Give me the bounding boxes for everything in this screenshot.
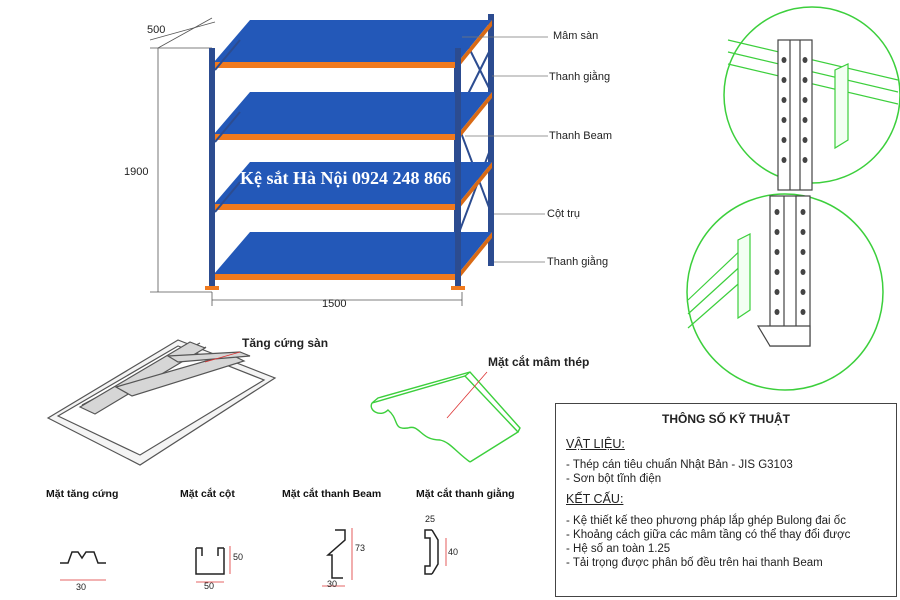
- profile-tang-cung: [60, 551, 106, 564]
- dimension-lines: [149, 17, 463, 306]
- front-uprights: [205, 39, 465, 290]
- callout-lines: [462, 36, 548, 263]
- dim-depth-label: 500: [147, 24, 166, 36]
- spec-material-item: - Sơn bột tĩnh điện: [566, 473, 662, 485]
- section-profiles: [60, 528, 447, 587]
- dim-giang-height: 40: [448, 547, 459, 557]
- detail-circle-bottom: [686, 193, 884, 391]
- beam-3: [214, 204, 458, 210]
- callout-cot-tru: Cột trụ: [547, 208, 581, 220]
- upright-front-left: [209, 48, 215, 288]
- spec-structure-item: - Kệ thiết kế theo phương pháp lắp ghép …: [566, 515, 846, 527]
- section-title-cot: Mặt cắt cột: [180, 488, 235, 500]
- callout-thanh-giang-bottom: Thanh giằng: [547, 256, 609, 268]
- upright-holes-top: [781, 57, 808, 163]
- stiffener-panel-drawing: [46, 339, 277, 466]
- spec-structure-list: - Kệ thiết kế theo phương pháp lắp ghép …: [566, 514, 850, 570]
- callout-thanh-giang-top: Thanh giằng: [549, 71, 611, 83]
- spec-structure-item: - Hệ số an toàn 1.25: [566, 543, 671, 555]
- profile-giang: [424, 529, 432, 575]
- shelf-deck-2: [214, 92, 492, 134]
- profile-beam: [326, 529, 346, 579]
- detail-circle-top: [723, 6, 900, 191]
- spec-material-heading: VẬT LIỆU:: [566, 437, 625, 451]
- dim-beam-width: 30: [327, 579, 338, 589]
- shelf-deck-1: [214, 20, 492, 62]
- rack-illustration: [149, 14, 548, 306]
- profile-cot: [195, 547, 225, 575]
- watermark-text: Kệ sắt Hà Nội 0924 248 866: [240, 168, 451, 188]
- beam-2: [214, 134, 458, 140]
- callout-mam-san: Mâm sàn: [553, 30, 599, 42]
- tray-section-drawing: [370, 371, 521, 463]
- spec-title: THÔNG SỐ KỸ THUẬT: [662, 412, 790, 426]
- dim-cot-width: 50: [204, 581, 215, 591]
- shelf-deck-4: [214, 232, 492, 274]
- dim-beam-height: 73: [355, 543, 366, 553]
- beam-4: [214, 274, 458, 280]
- title-mat-cat-mam-thep: Mặt cắt mâm thép: [488, 355, 590, 369]
- section-title-beam: Mặt cắt thanh Beam: [282, 488, 382, 500]
- shelf-levels: [214, 20, 492, 280]
- section-title-giang: Mặt cắt thanh giằng: [416, 488, 515, 500]
- dim-cot-height: 50: [233, 552, 244, 562]
- spec-material-item: - Thép cán tiêu chuẩn Nhật Bản - JIS G31…: [566, 459, 793, 471]
- dim-height-label: 1900: [124, 166, 149, 178]
- dim-tang-cung: 30: [76, 582, 87, 592]
- spec-structure-item: - Khoảng cách giữa các mâm tầng có thể t…: [566, 529, 851, 541]
- spec-table: THÔNG SỐ KỸ THUẬT VẬT LIỆU: - Thép cán t…: [555, 403, 897, 597]
- callout-thanh-beam: Thanh Beam: [549, 130, 612, 142]
- spec-structure-heading: KẾT CẤU:: [566, 492, 624, 506]
- section-title-tang-cung: Mặt tăng cứng: [46, 488, 119, 500]
- dim-width-label: 1500: [322, 298, 347, 310]
- shelf-deck-3: [214, 162, 492, 204]
- beam-1: [214, 62, 458, 68]
- title-tang-cung-san: Tăng cứng sàn: [242, 336, 329, 350]
- spec-structure-item: - Tải trọng được phân bố đều trên hai th…: [566, 557, 823, 569]
- spec-material-list: - Thép cán tiêu chuẩn Nhật Bản - JIS G31…: [566, 458, 793, 486]
- upright-front-right: [455, 48, 461, 288]
- dim-giang-flange: 25: [425, 514, 436, 524]
- upright-holes-bottom: [774, 209, 806, 315]
